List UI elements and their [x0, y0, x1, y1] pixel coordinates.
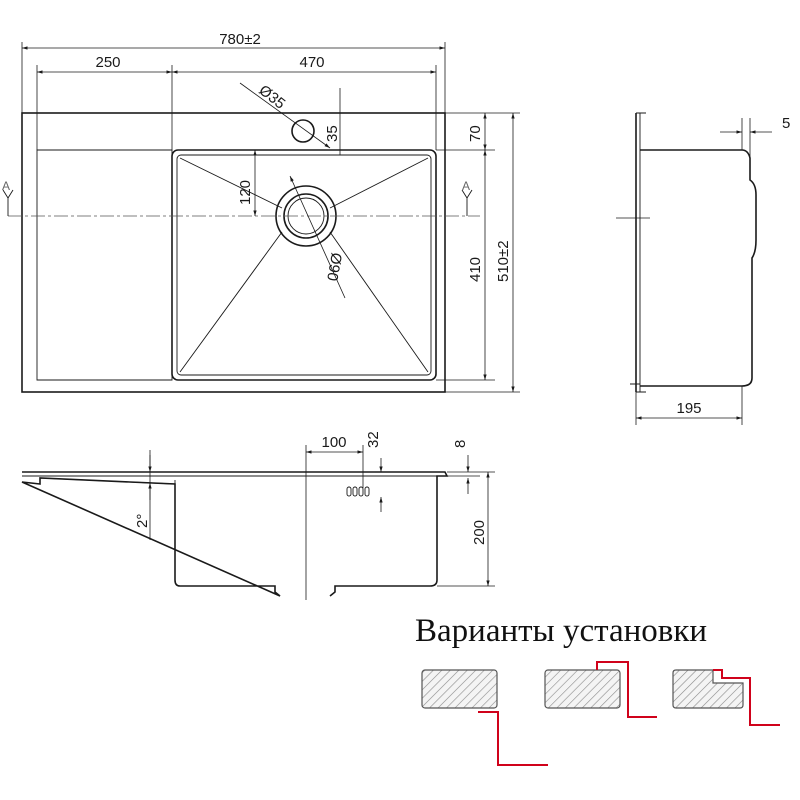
dim-text-bowl-length: 410 — [467, 257, 484, 282]
dim-text-drain-offset: 120 — [237, 180, 254, 205]
dim-text-flange: 5 — [782, 115, 790, 132]
installation-section: Варианты установки — [415, 613, 780, 766]
section-label-right: A — [462, 179, 470, 193]
front-section: 100 32 8 200 2° — [21, 431, 495, 600]
dim-text-top-margin: 70 — [467, 125, 484, 142]
side-rim-clip — [630, 112, 646, 393]
section-arrow-left — [2, 189, 14, 216]
variant-overmount — [672, 669, 780, 726]
dim-text-overall-width: 780±2 — [219, 31, 261, 48]
drain-leader — [289, 175, 346, 299]
dim-text-tap-hole-offset: 35 — [324, 125, 341, 142]
section-arrow-right — [461, 189, 473, 216]
sink-outline — [21, 112, 446, 393]
installation-title: Варианты установки — [415, 613, 707, 649]
bowl-floor-lines — [179, 157, 429, 373]
dim-text-depth: 195 — [676, 400, 701, 417]
dim-text-rim-thickness: 8 — [452, 440, 469, 448]
countertop-block — [672, 669, 744, 709]
top-view: A A 780±2 250 470 Ø35 35 70 410 510±2 — [2, 31, 520, 393]
dim-text-overflow-height: 32 — [365, 431, 382, 448]
section-label-left: A — [2, 179, 10, 193]
section-profile — [21, 471, 449, 597]
sink-profile-red — [478, 711, 548, 766]
tap-hole-leader — [239, 82, 331, 149]
side-bowl-profile — [640, 149, 757, 387]
variant-flush-mount — [544, 661, 657, 718]
dim-text-bowl-depth: 200 — [471, 520, 488, 545]
drainboard-slope — [39, 477, 176, 485]
drainboard-outline — [36, 149, 173, 381]
dim-text-overall-depth: 510±2 — [495, 240, 512, 282]
countertop-block — [421, 669, 498, 709]
sink-profile-red — [596, 661, 657, 718]
variant-undermount — [421, 669, 548, 766]
dim-text-overflow-offset: 100 — [321, 434, 346, 451]
bowl-outer — [171, 149, 437, 381]
dim-text-drainboard-width: 250 — [95, 54, 120, 71]
section-rim — [22, 475, 445, 484]
overflow-slots — [346, 486, 370, 497]
dim-text-tap-hole: Ø35 — [256, 82, 289, 113]
side-view: 5 195 — [616, 112, 790, 425]
dim-text-bowl-width: 470 — [299, 54, 324, 71]
sink-profile-red — [713, 669, 780, 726]
bowl-inner — [176, 154, 432, 376]
dim-text-slope: 2° — [134, 514, 151, 528]
countertop-block — [544, 669, 621, 709]
dim-text-drain-diameter: Ø90 — [323, 251, 345, 282]
tap-hole — [291, 119, 315, 143]
